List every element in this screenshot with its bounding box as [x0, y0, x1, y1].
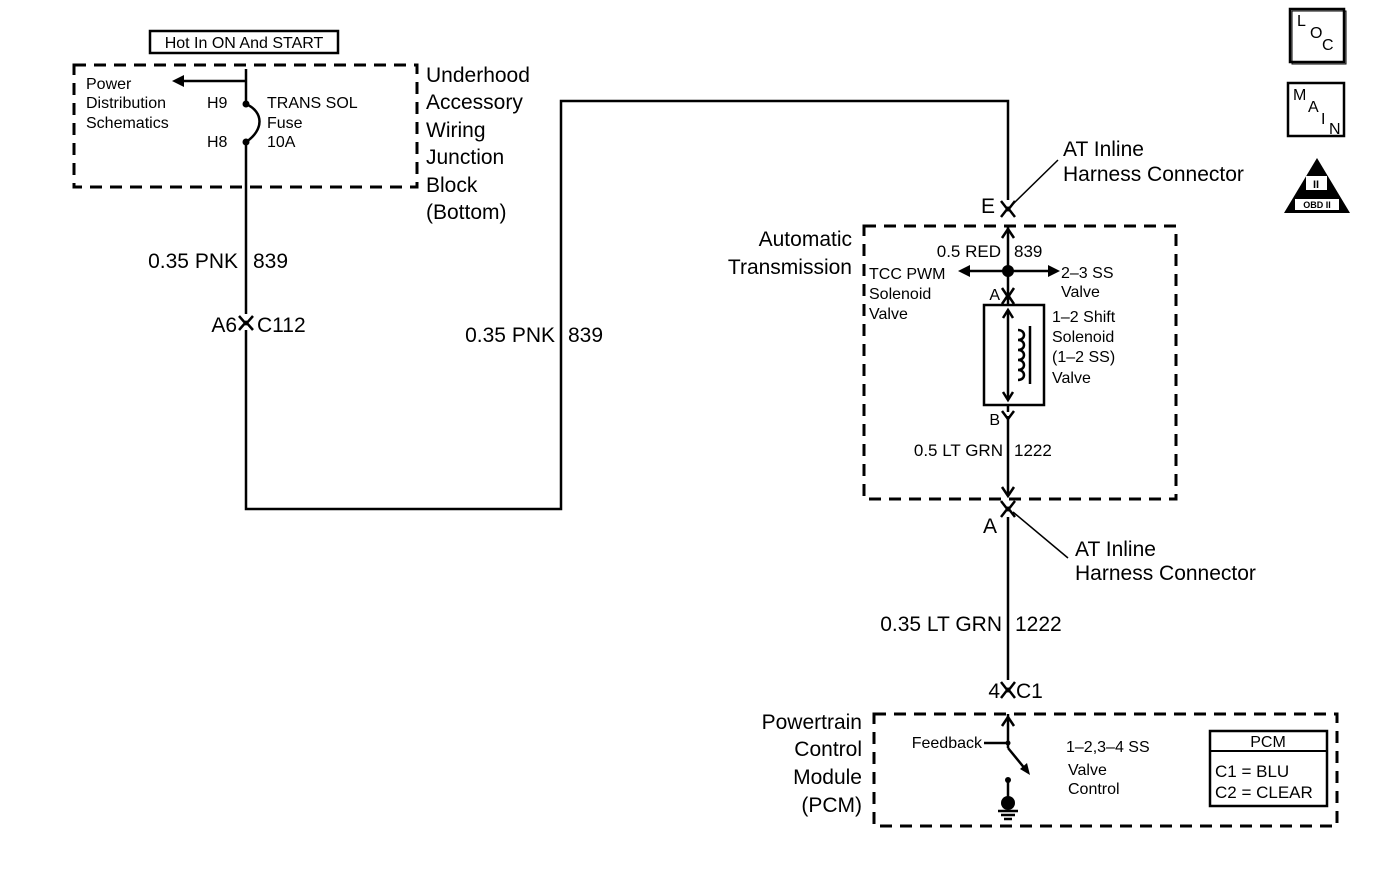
at-connector-bottom-line-1: AT Inline — [1075, 538, 1156, 561]
at-connector-bottom-symbol — [1000, 500, 1069, 559]
obd-roman: II — [1313, 179, 1319, 191]
tcc-line-1: TCC PWM — [869, 266, 945, 283]
wire-loop — [244, 99, 1010, 511]
wire-grn-small-color: 0.5 LT GRN — [914, 441, 1003, 460]
auto-trans-line-1: Automatic — [759, 228, 852, 251]
shift-solenoid-symbol — [982, 287, 1046, 422]
pcm-legend-row-1: C1 = BLU — [1215, 762, 1289, 781]
feedback-label: Feedback — [912, 735, 983, 752]
connector-c112-pin: A6 — [211, 314, 237, 337]
transmission-top-wire — [1000, 226, 1016, 300]
junction-line-1: Underhood — [426, 64, 530, 87]
power-distribution-arrow — [172, 75, 246, 87]
main-letter-m: M — [1293, 87, 1306, 104]
shift-sol-line-1: 1–2 Shift — [1052, 309, 1116, 326]
main-letter-i: I — [1321, 111, 1325, 128]
junction-line-6: (Bottom) — [426, 201, 507, 224]
main-letter-a: A — [1308, 99, 1319, 116]
shift-sol-line-3: (1–2 SS) — [1052, 349, 1115, 366]
at-connector-bottom-pin: A — [983, 515, 997, 538]
fuse-pin-h9: H9 — [207, 95, 228, 112]
fuse-name-line-2: Fuse — [267, 115, 303, 132]
at-connector-top-line-2: Harness Connector — [1063, 163, 1244, 186]
loc-letter-c: C — [1322, 37, 1334, 54]
connector-c1-pin: 4 — [988, 680, 1000, 703]
tcc-line-3: Valve — [869, 306, 908, 323]
wire-grn-small-circuit: 1222 — [1014, 441, 1052, 460]
ss23-line-2: Valve — [1061, 284, 1100, 301]
connector-c112-name: C112 — [257, 314, 306, 337]
shift-sol-line-2: Solenoid — [1052, 329, 1114, 346]
auto-trans-line-2: Transmission — [728, 256, 852, 279]
connector-c1-symbol — [1000, 681, 1016, 699]
junction-block-box — [72, 63, 419, 189]
power-dist-line-2: Distribution — [86, 95, 166, 112]
solenoid-pin-b: B — [989, 412, 1000, 429]
solenoid-pin-a: A — [989, 287, 1000, 304]
wire-mid-circuit: 839 — [568, 324, 603, 347]
shift-sol-line-4: Valve — [1052, 370, 1091, 387]
junction-line-5: Block — [426, 174, 478, 197]
power-distribution-label: Power Distribution Schematics — [86, 76, 169, 132]
wire-left-circuit: 839 — [253, 250, 288, 273]
power-dist-line-1: Power — [86, 76, 132, 93]
loc-icon[interactable]: L O C — [1288, 7, 1347, 65]
hot-in-text: Hot In ON And START — [165, 35, 324, 52]
main-icon[interactable]: M A I N — [1286, 81, 1346, 138]
hot-in-label: Hot In ON And START — [148, 29, 340, 55]
valve-ctrl-line-1: 1–2,3–4 SS — [1066, 739, 1150, 756]
connector-c112-symbol — [238, 315, 254, 331]
fuse-name-line-3: 10A — [267, 134, 296, 151]
at-connector-bottom-line-2: Harness Connector — [1075, 562, 1256, 585]
pcm-legend-row-2: C2 = CLEAR — [1215, 783, 1313, 802]
main-letter-n: N — [1329, 121, 1341, 138]
connector-c1-name: C1 — [1016, 680, 1043, 703]
pcm-box — [872, 712, 1339, 828]
pcm-line-2: Control — [794, 738, 862, 761]
transmission-box — [862, 224, 1178, 501]
pcm-line-3: Module — [793, 766, 862, 789]
obd-label: OBD II — [1303, 200, 1331, 210]
at-connector-top-line-1: AT Inline — [1063, 138, 1144, 161]
junction-block-label: Underhood Accessory Wiring Junction Bloc… — [426, 64, 530, 224]
at-connector-top-pin: E — [981, 195, 995, 218]
valve-ctrl-line-2: Valve — [1068, 762, 1107, 779]
valve-ctrl-line-3: Control — [1068, 781, 1120, 798]
junction-line-2: Accessory — [426, 91, 523, 114]
wire-left-color: 0.35 PNK — [148, 250, 238, 273]
fuse-name-line-1: TRANS SOL — [267, 95, 358, 112]
ss23-line-1: 2–3 SS — [1061, 265, 1113, 282]
pcm-legend-title: PCM — [1250, 734, 1286, 751]
tcc-line-2: Solenoid — [869, 286, 931, 303]
wire-grn-color: 0.35 LT GRN — [880, 613, 1002, 636]
pcm-connector-legend: PCM C1 = BLU C2 = CLEAR — [1208, 729, 1329, 808]
fuse-pin-h8: H8 — [207, 134, 228, 151]
at-connector-top-symbol — [1000, 159, 1059, 218]
wire-mid-color: 0.35 PNK — [465, 324, 555, 347]
wire-red-color: 0.5 RED — [937, 242, 1001, 261]
pcm-line-1: Powertrain — [762, 711, 862, 734]
junction-line-3: Wiring — [426, 119, 486, 142]
junction-line-4: Junction — [426, 146, 504, 169]
fuse-symbol — [242, 69, 261, 146]
splice-junction — [958, 265, 1060, 277]
obd-ii-icon[interactable]: II OBD II — [1284, 158, 1350, 213]
loc-letter-l: L — [1297, 13, 1306, 30]
wire-red-circuit: 839 — [1014, 242, 1042, 261]
pcm-line-4: (PCM) — [801, 794, 862, 817]
wire-grn-circuit: 1222 — [1015, 613, 1062, 636]
pcm-switch-symbol — [984, 714, 1030, 821]
transmission-bottom-wire — [1000, 416, 1016, 499]
loc-letter-o: O — [1310, 25, 1322, 42]
power-dist-line-3: Schematics — [86, 115, 169, 132]
